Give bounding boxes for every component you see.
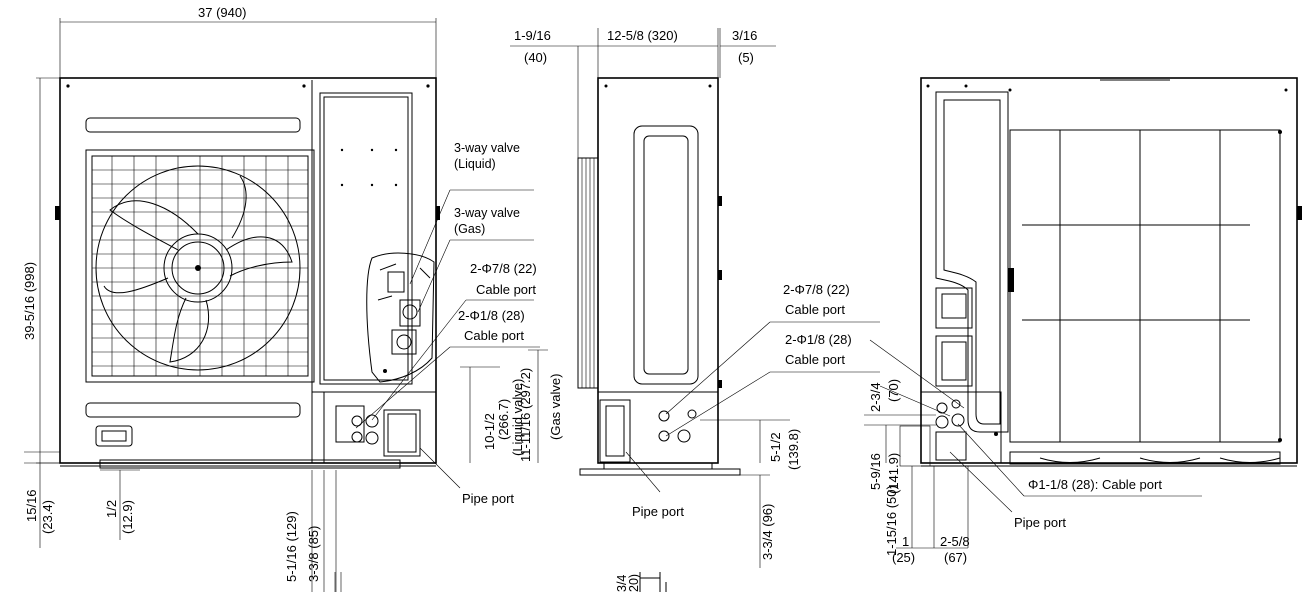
dim-rear-50: 1-15/16 (50) bbox=[884, 485, 899, 556]
svg-text:(Gas): (Gas) bbox=[454, 222, 485, 236]
svg-text:(5): (5) bbox=[738, 50, 754, 65]
dim-gas-valve: 11-11/16 (297.2) bbox=[518, 368, 533, 462]
label-3way-liquid: 3-way valve bbox=[454, 141, 520, 155]
dim-side-base: 3-3/4 (96) bbox=[760, 504, 775, 560]
label-front-port-78: 2-Φ7/8 (22) bbox=[470, 261, 537, 276]
dim-foot-b: 1/2 bbox=[104, 500, 119, 518]
label-side-port-78: 2-Φ7/8 (22) bbox=[783, 282, 850, 297]
label-side-port-18: 2-Φ1/8 (28) bbox=[785, 332, 852, 347]
svg-text:20): 20) bbox=[627, 574, 641, 592]
svg-text:(67): (67) bbox=[944, 550, 967, 565]
dim-side-port-height: 5-1/2 bbox=[768, 432, 783, 462]
side-view: 1-9/16 (40) 12-5/8 (320) 3/16 (5) 2-Φ7/8… bbox=[510, 28, 880, 592]
svg-text:(Gas valve): (Gas valve) bbox=[548, 374, 563, 440]
dim-rear-25: 1 bbox=[902, 534, 909, 549]
label-rear-pipe-port: Pipe port bbox=[1014, 515, 1066, 530]
svg-text:(25): (25) bbox=[892, 550, 915, 565]
label-3way-gas: 3-way valve bbox=[454, 206, 520, 220]
svg-text:(266.7): (266.7) bbox=[496, 399, 511, 440]
svg-text:(Liquid): (Liquid) bbox=[454, 157, 496, 171]
dim-bottom-b: 3-3/8 (85) bbox=[306, 526, 321, 582]
rear-view: 2-3/4 (70) 5-9/16 (141.9) 1-15/16 (50) 1… bbox=[864, 77, 1302, 565]
side-left-dimension: 1-9/16 bbox=[514, 28, 551, 43]
dim-side-cut: 3/4 bbox=[615, 575, 629, 592]
svg-text:(40): (40) bbox=[524, 50, 547, 65]
label-side-pipe-port: Pipe port bbox=[632, 504, 684, 519]
valve-cutaway bbox=[366, 252, 435, 383]
svg-text:Cable port: Cable port bbox=[464, 328, 524, 343]
svg-text:(141.9): (141.9) bbox=[886, 453, 901, 494]
side-depth-dimension: 12-5/8 (320) bbox=[607, 28, 678, 43]
front-width-dimension: 37 (940) bbox=[198, 5, 246, 20]
svg-text:Cable port: Cable port bbox=[476, 282, 536, 297]
front-view: 37 (940) 39-5/16 (998) bbox=[22, 5, 563, 592]
dim-bottom-a: 5-1/16 (129) bbox=[284, 511, 299, 582]
svg-text:(23.4): (23.4) bbox=[40, 500, 55, 534]
svg-text:(139.8): (139.8) bbox=[786, 429, 801, 470]
label-front-pipe-port: Pipe port bbox=[462, 491, 514, 506]
svg-text:Cable port: Cable port bbox=[785, 302, 845, 317]
fan bbox=[95, 165, 301, 371]
svg-text:(70): (70) bbox=[886, 379, 901, 402]
svg-text:Cable port: Cable port bbox=[785, 352, 845, 367]
dim-liquid-valve: 10-1/2 bbox=[482, 413, 497, 450]
svg-text:(12.9): (12.9) bbox=[120, 500, 135, 534]
dim-rear-67: 2-5/8 bbox=[940, 534, 970, 549]
label-front-port-18: 2-Φ1/8 (28) bbox=[458, 308, 525, 323]
dim-foot-a: 15/16 bbox=[24, 489, 39, 522]
label-rear-cable-port: Φ1-1/8 (28): Cable port bbox=[1028, 477, 1162, 492]
dim-rear-70: 2-3/4 bbox=[868, 382, 883, 412]
svg-text:(Liquid valve): (Liquid valve) bbox=[510, 379, 525, 456]
dim-rear-141: 5-9/16 bbox=[868, 453, 883, 490]
front-height-dimension: 39-5/16 (998) bbox=[22, 262, 37, 340]
side-right-dimension: 3/16 bbox=[732, 28, 757, 43]
